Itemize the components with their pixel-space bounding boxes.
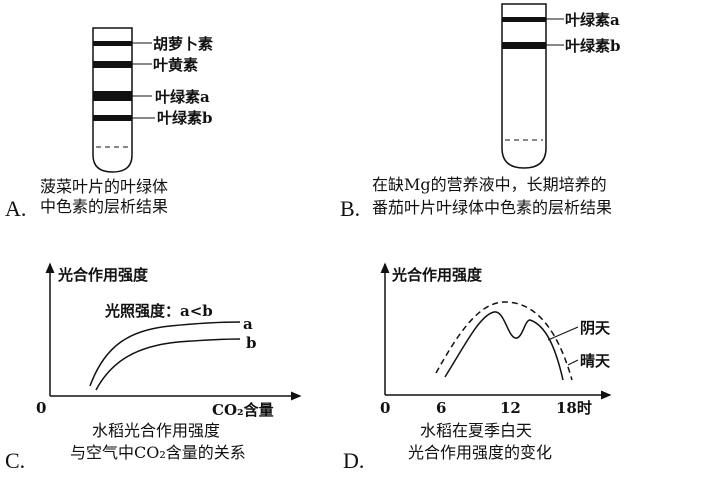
band-chlorophyll-a	[502, 17, 546, 22]
panel-a: 胡萝卜素 叶黄素 叶绿素a 叶绿素b 菠菜叶片的叶绿体 中色素的层析结果 A.	[5, 27, 213, 221]
panel-d: 光合作用强度 阴天 晴天 0 6 12 18时 水稻在夏季白天 光合作用强度的变…	[343, 262, 612, 473]
curve-b	[95, 338, 241, 391]
band-label: 叶绿素a	[565, 11, 620, 29]
tick-label: 18时	[556, 399, 592, 417]
series-label-a: a	[243, 315, 253, 333]
tick-label: 12	[500, 399, 521, 417]
band-label: 叶绿素b	[565, 37, 621, 55]
panel-c: 光合作用强度 光照强度：a<b a b 0 CO₂含量 水稻光合作用强度 与空气…	[5, 262, 302, 473]
band-carotene	[93, 41, 132, 46]
curve-sunny-dashed	[435, 301, 573, 381]
caption: 水稻光合作用强度	[92, 421, 220, 440]
caption: 番茄叶片叶绿体中色素的层析结果	[372, 198, 612, 217]
test-tube-b	[501, 3, 547, 169]
caption: 在缺Mg的营养液中，长期培养的	[372, 175, 607, 194]
origin-label: 0	[36, 399, 46, 417]
x-axis-label: CO₂含量	[212, 401, 274, 419]
panel-b: 叶绿素a 叶绿素b 在缺Mg的营养液中，长期培养的 番茄叶片叶绿体中色素的层析结…	[340, 3, 621, 221]
option-label: A.	[5, 196, 26, 221]
series-label-sunny: 晴天	[580, 352, 611, 370]
band-chlorophyll-b	[93, 115, 132, 121]
caption: 菠菜叶片的叶绿体	[40, 177, 168, 196]
curve-solid	[444, 311, 564, 381]
band-chlorophyll-a	[93, 91, 132, 101]
curve-a	[89, 321, 241, 387]
tick-label: 6	[436, 399, 446, 417]
y-axis-label: 光合作用强度	[57, 266, 149, 284]
option-label: C.	[5, 448, 25, 473]
option-label: D.	[343, 448, 364, 473]
band-label: 叶黄素	[153, 56, 198, 74]
annotation: 光照强度：a<b	[104, 302, 213, 320]
series-label-cloudy: 阴天	[580, 319, 611, 337]
test-tube-a	[92, 27, 133, 173]
band-chlorophyll-b	[502, 42, 546, 49]
caption: 中色素的层析结果	[40, 197, 168, 216]
band-label: 叶绿素b	[157, 109, 213, 127]
caption: 光合作用强度的变化	[408, 443, 552, 462]
band-label: 叶绿素a	[155, 88, 210, 106]
y-axis-label: 光合作用强度	[391, 266, 483, 284]
option-label: B.	[340, 196, 360, 221]
caption: 水稻在夏季白天	[420, 421, 532, 440]
tick-label: 0	[380, 399, 390, 417]
band-label: 胡萝卜素	[153, 35, 213, 53]
band-xanthophyll	[93, 61, 132, 68]
caption: 与空气中CO₂含量的关系	[70, 443, 246, 462]
series-label-b: b	[246, 334, 257, 352]
